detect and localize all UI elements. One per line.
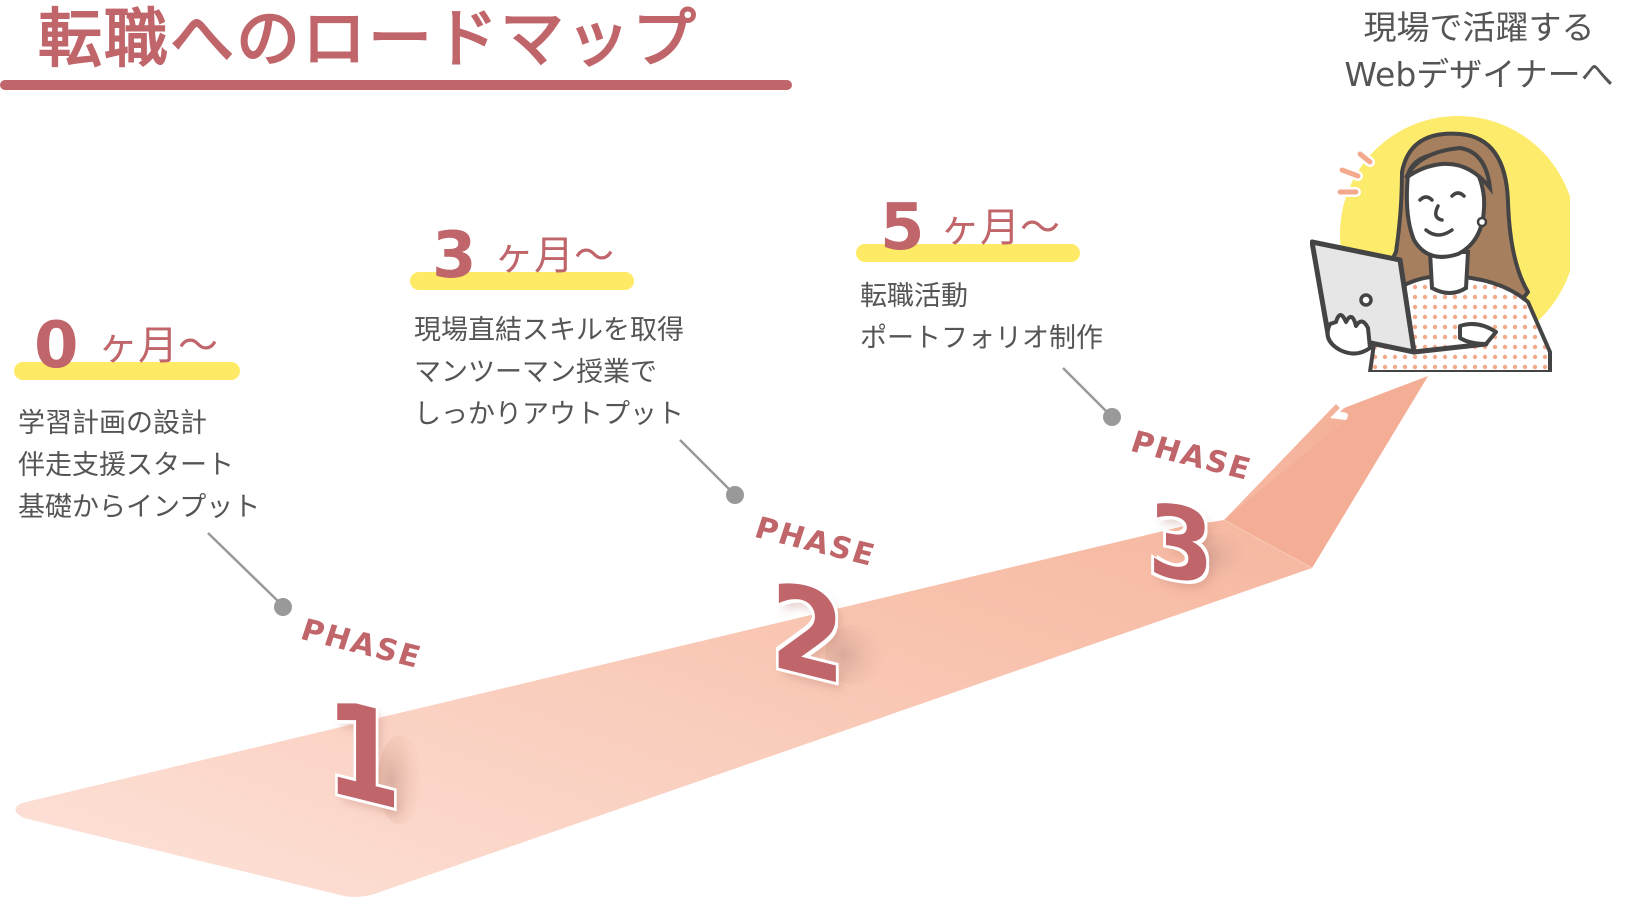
phase-3-period-highlight xyxy=(856,244,1080,262)
phase-2-period-number: 3 xyxy=(432,219,477,293)
phase-1-number: 1 xyxy=(324,669,402,841)
phase-2-period-highlight xyxy=(410,272,634,290)
phase-1-period-unit: ヶ月〜 xyxy=(98,323,218,369)
woman-with-laptop-illustration xyxy=(1310,116,1570,372)
phase-3-period-number: 5 xyxy=(880,191,925,265)
phase-2-number: 2 xyxy=(770,555,846,714)
phase-1-description: 学習計画の設計 伴走支援スタート 基礎からインプット xyxy=(18,403,260,529)
phase-2-line: 現場直結スキルを取得 xyxy=(414,315,684,346)
phase-1-line: 伴走支援スタート xyxy=(18,450,234,481)
goal-line-1: 現場で活躍する xyxy=(1363,8,1595,47)
phase-3-line: 転職活動 xyxy=(860,281,968,312)
phase-3-connector-line xyxy=(1062,367,1111,416)
phase-3-period-unit: ヶ月〜 xyxy=(940,205,1060,251)
phase-1-shadow xyxy=(378,735,422,825)
phase-2-connector-dot xyxy=(726,486,744,504)
phase-3-shadow xyxy=(1190,533,1250,577)
goal-line-2: Webデザイナーへ xyxy=(1344,55,1614,94)
phase-2-connector-line xyxy=(679,439,734,494)
page-title: 転職へのロードマップ xyxy=(38,3,698,77)
phase-3-period: 5 ヶ月〜 xyxy=(856,191,1080,265)
phase-1-connector-line xyxy=(207,532,283,606)
eye-icon xyxy=(1418,195,1434,202)
title-underline xyxy=(0,80,792,90)
phase-2-description: 現場直結スキルを取得 マンツーマン授業で しっかりアウトプット xyxy=(414,310,684,436)
arrow-head xyxy=(1224,376,1428,568)
phase-1-line: 基礎からインプット xyxy=(18,492,261,523)
arrow-body xyxy=(15,376,1428,897)
phase-2-line: マンツーマン授業で xyxy=(414,357,657,388)
phase-2-line: しっかりアウトプット xyxy=(414,399,684,430)
phase-1-connector-dot xyxy=(274,598,292,616)
phase-1-period-highlight xyxy=(14,362,240,380)
phase-3-number: 3 xyxy=(1147,480,1214,609)
phase-3-description: 転職活動 ポートフォリオ制作 xyxy=(860,276,1103,360)
phase-2-period: 3 ヶ月〜 xyxy=(410,219,634,293)
phase-2-period-unit: ヶ月〜 xyxy=(494,233,614,279)
phase-3-line: ポートフォリオ制作 xyxy=(860,323,1103,354)
arrow-fold-line xyxy=(1223,519,1313,569)
phase-1-period-number: 0 xyxy=(34,309,79,383)
phase-1-period: 0 ヶ月〜 xyxy=(14,309,240,383)
goal-caption: 現場で活躍する Webデザイナーへ xyxy=(1312,4,1646,98)
smile xyxy=(1424,228,1454,237)
phase-1-line: 学習計画の設計 xyxy=(18,408,207,439)
hand xyxy=(1325,313,1372,356)
phase-3-connector-dot xyxy=(1103,408,1121,426)
phase-2-shadow xyxy=(825,625,885,685)
eye-icon xyxy=(1450,191,1466,198)
